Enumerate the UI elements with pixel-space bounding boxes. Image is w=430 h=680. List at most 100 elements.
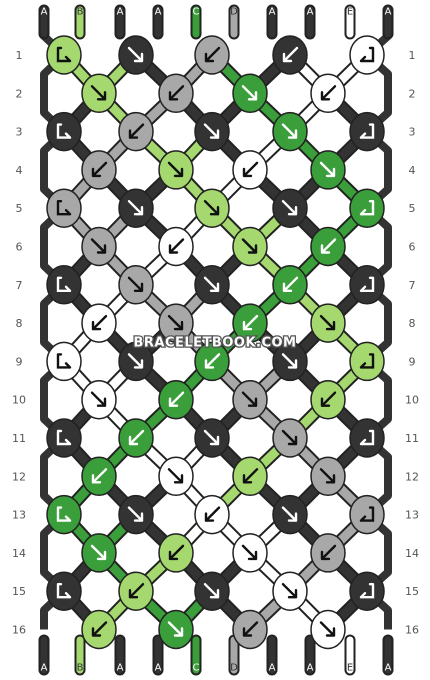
knot-arrow-icon: [203, 199, 220, 216]
knot: [46, 341, 82, 382]
knot-arrow-icon: [359, 506, 375, 522]
row-label-right: 14: [405, 547, 419, 560]
bottom-string-label: A: [117, 663, 124, 674]
knot-arrow-icon: [91, 314, 108, 331]
knot-body: [46, 571, 82, 611]
knot: [118, 111, 154, 152]
knot-arrow-icon: [241, 544, 258, 561]
knot-arrow-icon: [320, 544, 337, 561]
knot-arrow-icon: [167, 314, 184, 331]
knot-body: [349, 494, 385, 535]
knot-arrow-icon: [56, 429, 72, 446]
knot-arrow-icon: [203, 123, 220, 139]
bottom-string-label: A: [385, 663, 392, 674]
knot-arrow-icon: [204, 353, 221, 369]
knot: [232, 303, 268, 343]
knot-arrow-icon: [90, 391, 107, 407]
knot: [118, 341, 154, 382]
knot-arrow-icon: [241, 391, 258, 407]
top-string-label: A: [385, 7, 392, 18]
knot: [272, 265, 308, 305]
knot-arrow-icon: [90, 544, 107, 561]
knot: [118, 188, 154, 228]
row-label-right: 10: [405, 394, 419, 407]
top-string-label: A: [307, 7, 314, 18]
knot: [46, 265, 82, 305]
knot: [272, 111, 308, 152]
knot: [349, 35, 385, 75]
knot-body: [349, 265, 385, 305]
knot: [310, 303, 346, 343]
knot: [194, 111, 230, 152]
knot-arrow-icon: [242, 468, 259, 484]
row-label-right: 3: [409, 126, 416, 139]
knot: [81, 533, 117, 573]
knot: [272, 418, 308, 458]
knot: [232, 73, 268, 114]
knot-arrow-icon: [167, 621, 184, 637]
bottom-string-label: D: [230, 663, 238, 674]
row-label-right: 6: [409, 241, 416, 254]
row-label-right: 13: [405, 509, 419, 522]
knot-arrow-icon: [242, 314, 259, 331]
bottom-string-label: A: [155, 663, 162, 674]
knot: [194, 418, 230, 458]
row-label-left: 16: [12, 624, 26, 637]
knot: [349, 418, 385, 458]
knot: [194, 35, 230, 75]
top-string-label: A: [117, 7, 124, 18]
row-label-right: 15: [405, 585, 419, 598]
row-label-right: 16: [405, 624, 419, 637]
knot: [46, 494, 82, 535]
knot: [272, 188, 308, 228]
knot: [194, 188, 230, 228]
knot: [272, 35, 308, 75]
row-label-left: 9: [16, 355, 23, 368]
row-label-right: 12: [405, 470, 419, 483]
row-label-left: 3: [16, 126, 23, 139]
knot-arrow-icon: [128, 429, 145, 446]
knot: [232, 533, 268, 573]
knot-body: [349, 571, 385, 611]
knot: [46, 418, 82, 458]
knot: [158, 150, 194, 190]
knot: [310, 609, 346, 650]
knot: [310, 73, 346, 114]
knot: [232, 379, 268, 420]
knot-arrow-icon: [56, 276, 72, 292]
knot: [46, 571, 82, 611]
knot: [349, 341, 385, 382]
knot: [158, 303, 194, 343]
knot-arrow-icon: [204, 46, 221, 63]
knot-arrow-icon: [56, 353, 72, 369]
row-label-left: 12: [12, 470, 26, 483]
knot-arrow-icon: [91, 621, 108, 637]
knot: [81, 150, 117, 190]
knot: [310, 533, 346, 573]
knot-body: [349, 341, 385, 382]
knot: [158, 379, 194, 420]
knot: [349, 111, 385, 152]
knot-arrow-icon: [127, 506, 144, 522]
knot: [349, 265, 385, 305]
knot-arrow-icon: [242, 621, 259, 637]
knot: [349, 571, 385, 611]
row-label-right: 5: [409, 202, 416, 215]
bottom-string-label: A: [269, 663, 276, 674]
knot-arrow-icon: [319, 314, 336, 331]
knot: [81, 379, 117, 420]
row-label-left: 2: [16, 87, 23, 100]
row-label-left: 15: [12, 585, 26, 598]
knot-arrow-icon: [168, 238, 185, 254]
row-label-left: 7: [16, 279, 23, 292]
row-label-right: 4: [409, 164, 416, 177]
knot-body: [46, 35, 82, 75]
knot-arrow-icon: [359, 429, 375, 446]
bottom-string-label: A: [307, 663, 314, 674]
knot-arrow-icon: [168, 391, 185, 407]
knot: [81, 226, 117, 267]
knot: [194, 265, 230, 305]
knot: [349, 188, 385, 228]
